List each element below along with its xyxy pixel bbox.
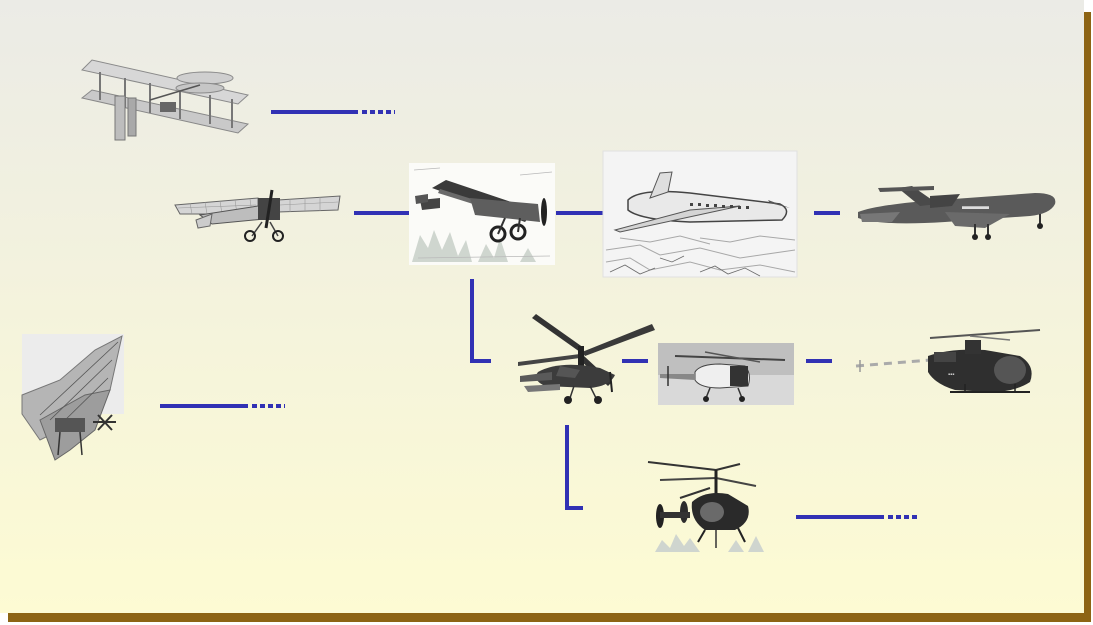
jetliner-photo-icon bbox=[602, 150, 798, 278]
biplane-icon bbox=[80, 59, 250, 141]
connector-autogyro-to-coaxial bbox=[565, 425, 583, 510]
frame-shadow-right bbox=[1084, 12, 1091, 622]
svg-text:▬▬▬: ▬▬▬ bbox=[962, 201, 989, 211]
turbine-helicopter-icon: ▪▪▪ bbox=[855, 329, 1041, 393]
svg-text:▪▪▪: ▪▪▪ bbox=[948, 372, 954, 378]
autogyro-icon bbox=[518, 314, 655, 404]
monoplane-icon bbox=[174, 189, 341, 242]
frame-shadow-bottom bbox=[8, 613, 1091, 622]
helicopter-photo-icon bbox=[658, 343, 794, 405]
coaxial-helicopter-icon bbox=[647, 461, 764, 552]
aircraft-evolution-diagram: ▬▬▬ bbox=[21, 59, 1056, 552]
ornithopter-icon bbox=[21, 334, 124, 461]
metal-monoplane-icon bbox=[409, 163, 555, 265]
trijet-icon: ▬▬▬ bbox=[858, 186, 1056, 240]
connector-junkers-to-autogyro bbox=[470, 279, 491, 363]
